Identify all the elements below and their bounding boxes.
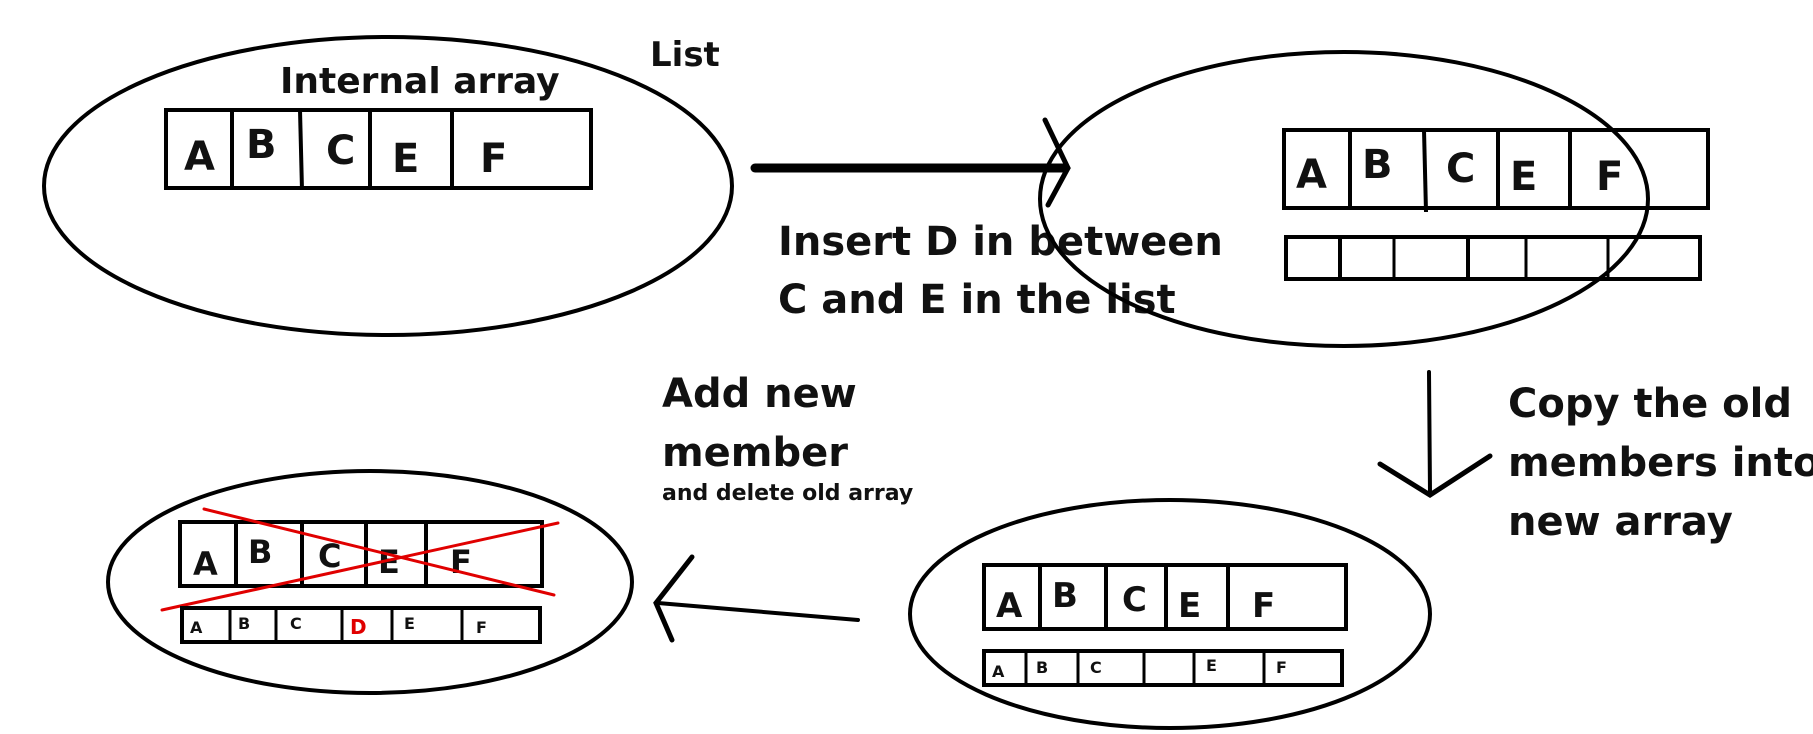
list-label: List	[650, 35, 720, 75]
stage-3-ellipse	[908, 498, 1432, 730]
array-cell: F	[1252, 586, 1275, 626]
array-cell: E	[1178, 586, 1201, 626]
new-array: A B C D E F	[180, 606, 542, 644]
internal-array-label: Internal array	[280, 61, 560, 102]
new-array: A B C E F	[982, 649, 1344, 687]
copy-step-label-line1: Copy the old	[1508, 381, 1792, 427]
array-cell: C	[290, 614, 302, 633]
array-cell: A	[992, 662, 1005, 681]
array-cell: F	[1596, 154, 1623, 200]
deleted-old-array: A B C E F	[160, 507, 560, 612]
array-cell: E	[404, 614, 415, 633]
array-cell: B	[248, 533, 272, 571]
array-cell: B	[1362, 142, 1393, 188]
array-cell: B	[1036, 658, 1048, 677]
array-cell: C	[1446, 146, 1475, 192]
array-cell: C	[318, 537, 341, 575]
stage-3: A B C E F A B C E F	[908, 498, 1432, 730]
add-step-label-line3: and delete old array	[662, 481, 913, 506]
array-cell: C	[1090, 658, 1102, 677]
array-cell: B	[1052, 576, 1078, 616]
stage-2: A B C E F	[1038, 50, 1710, 348]
array-cell: A	[184, 134, 215, 180]
array-cell: F	[476, 618, 487, 637]
array-cell: E	[392, 136, 419, 182]
array-cell: A	[190, 618, 203, 637]
arrow-down	[1377, 370, 1493, 498]
internal-array: A B C E F	[164, 108, 593, 191]
array-cell: A	[193, 545, 218, 583]
delete-cross-mark	[160, 507, 560, 612]
stage-1-list: List Internal array A B C E F	[42, 35, 734, 337]
arrow-right	[750, 117, 1071, 208]
copy-step-label-line3: new array	[1508, 499, 1733, 545]
array-cell: E	[1206, 656, 1217, 675]
new-array	[1284, 235, 1702, 281]
array-cell: B	[246, 122, 277, 168]
inserted-d-cell: D	[350, 615, 367, 639]
insert-step-label-line2: C and E in the list	[778, 277, 1176, 323]
add-step-label-line2: member	[662, 430, 848, 476]
array-cell: E	[1510, 154, 1537, 200]
array-cell: A	[996, 586, 1023, 626]
stage-4-ellipse	[106, 469, 634, 695]
array-cell: F	[480, 136, 507, 182]
stage-4: A B C E F A B C D E F	[106, 469, 634, 695]
insert-step-label-line1: Insert D in between	[778, 219, 1223, 265]
stage-2-ellipse	[1038, 50, 1650, 348]
add-step-label-line1: Add new	[662, 371, 857, 417]
copy-step-label-line2: members into	[1508, 440, 1813, 486]
array-cell: A	[1296, 152, 1327, 198]
list-ellipse	[42, 35, 734, 337]
array-cell: B	[238, 614, 250, 633]
array-cell: F	[1276, 658, 1287, 677]
array-cell: C	[326, 128, 355, 174]
old-array: A B C E F	[982, 563, 1348, 631]
array-cell: C	[1122, 580, 1147, 620]
old-array: A B C E F	[1282, 128, 1710, 213]
arrow-left	[653, 554, 860, 643]
